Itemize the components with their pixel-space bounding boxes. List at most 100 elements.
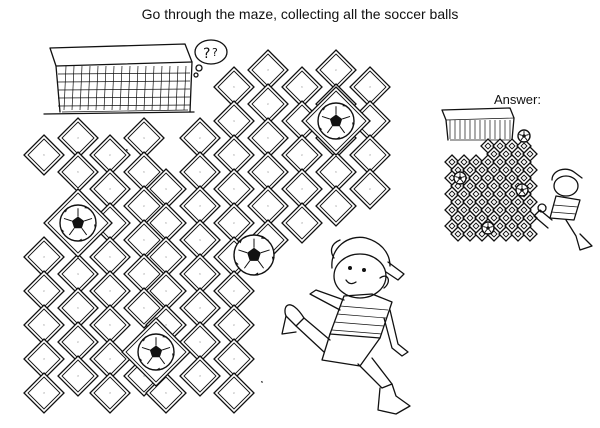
direction-arrow-icon [335, 205, 337, 207]
direction-arrow-icon [77, 273, 79, 275]
direction-arrow-icon [301, 154, 303, 156]
ball-tile [121, 317, 191, 387]
direction-arrow-icon [369, 86, 371, 88]
direction-arrow-icon [199, 273, 201, 275]
maze-tile [213, 372, 255, 414]
direction-arrow-icon [493, 217, 495, 219]
ball-tile [301, 86, 371, 156]
instructions-title: Go through the maze, collecting all the … [141, 6, 459, 22]
direction-arrow-icon [43, 256, 45, 258]
direction-arrow-icon [199, 137, 201, 139]
direction-arrow-icon [77, 171, 79, 173]
maze-grid [23, 49, 391, 414]
answer-maze [441, 107, 593, 251]
direction-arrow-icon [233, 222, 235, 224]
direction-arrow-icon [165, 256, 167, 258]
direction-arrow-icon [109, 188, 111, 190]
marker-arrow-icon [523, 209, 525, 211]
direction-arrow-icon [523, 225, 525, 227]
direction-arrow-icon [109, 154, 111, 156]
maze-tile [23, 372, 65, 414]
marker-arrow-icon [505, 201, 507, 203]
direction-arrow-icon [451, 225, 453, 227]
soccer-ball-icon [59, 204, 97, 242]
marker-arrow-icon [493, 169, 495, 171]
direction-arrow-icon [335, 69, 337, 71]
direction-arrow-icon [529, 185, 531, 187]
question-mark: ? [203, 46, 210, 62]
direction-arrow-icon [233, 324, 235, 326]
question-mark: ? [212, 46, 218, 59]
maze-tile [89, 372, 131, 414]
direction-arrow-icon [267, 205, 269, 207]
direction-arrow-icon [505, 233, 507, 235]
marker-arrow-icon [511, 161, 513, 163]
direction-arrow-icon [77, 307, 79, 309]
direction-arrow-icon [301, 222, 303, 224]
direction-arrow-icon [451, 177, 453, 179]
direction-arrow-icon [511, 225, 513, 227]
direction-arrow-icon [77, 341, 79, 343]
direction-arrow-icon [165, 392, 167, 394]
direction-arrow-icon [233, 358, 235, 360]
marker-arrow-icon [481, 169, 483, 171]
direction-arrow-icon [463, 193, 465, 195]
direction-arrow-icon [199, 205, 201, 207]
direction-arrow-icon [199, 341, 201, 343]
soccer-ball-icon [137, 333, 175, 371]
maze-tile [213, 168, 255, 210]
direction-arrow-icon [143, 307, 145, 309]
direction-arrow-icon [457, 185, 459, 187]
direction-arrow-icon [109, 392, 111, 394]
direction-arrow-icon [469, 217, 471, 219]
soccer-ball-icon [453, 171, 467, 185]
direction-arrow-icon [511, 193, 513, 195]
marker-arrow-icon [529, 153, 531, 155]
direction-arrow-icon [487, 193, 489, 195]
direction-arrow-icon [463, 225, 465, 227]
marker-arrow-icon [126, 149, 128, 151]
direction-arrow-icon [499, 193, 501, 195]
direction-arrow-icon [143, 171, 145, 173]
answer-tile [450, 226, 466, 242]
direction-arrow-icon [143, 137, 145, 139]
direction-arrow-icon [301, 188, 303, 190]
boy-kicking-ball-icon [281, 236, 411, 415]
thought-bubble-icon: ? ? [193, 39, 228, 78]
direction-arrow-icon [199, 307, 201, 309]
direction-arrow-icon [43, 392, 45, 394]
direction-arrow-icon [233, 86, 235, 88]
maze-tile [281, 202, 323, 244]
direction-arrow-icon [451, 209, 453, 211]
direction-arrow-icon [487, 145, 489, 147]
direction-arrow-icon [109, 324, 111, 326]
direction-arrow-icon [165, 222, 167, 224]
direction-arrow-icon [529, 233, 531, 235]
direction-arrow-icon [475, 209, 477, 211]
direction-arrow-icon [523, 161, 525, 163]
soccer-ball-icon [481, 221, 495, 235]
direction-arrow-icon [369, 188, 371, 190]
direction-arrow-icon [43, 154, 45, 156]
marker-arrow-icon [529, 217, 531, 219]
direction-arrow-icon [457, 201, 459, 203]
marker-arrow-icon [457, 233, 459, 235]
direction-arrow-icon [505, 153, 507, 155]
direction-arrow-icon [143, 205, 145, 207]
maze-tile [315, 185, 357, 227]
marker-arrow-icon [523, 145, 525, 147]
direction-arrow-icon [77, 137, 79, 139]
marker-arrow-icon [511, 209, 513, 211]
direction-arrow-icon [199, 239, 201, 241]
direction-arrow-icon [487, 161, 489, 163]
direction-arrow-icon [505, 217, 507, 219]
direction-arrow-icon [267, 103, 269, 105]
marker-arrow-icon [469, 185, 471, 187]
marker-arrow-icon [511, 145, 513, 147]
direction-arrow-icon [505, 169, 507, 171]
marker-arrow-icon [451, 193, 453, 195]
marker-arrow-icon [469, 233, 471, 235]
marker-arrow-icon [457, 217, 459, 219]
marker-arrow-icon [475, 225, 477, 227]
